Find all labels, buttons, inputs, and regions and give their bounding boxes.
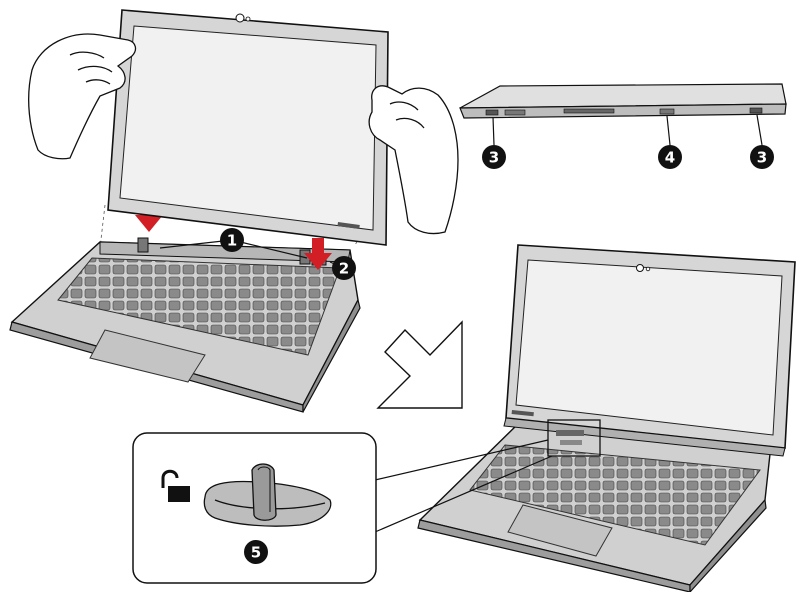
dock-keyboard-keys bbox=[57, 257, 341, 356]
svg-text:1: 1 bbox=[227, 232, 237, 250]
tablet-screen bbox=[119, 25, 377, 231]
callout-4: 4 bbox=[658, 115, 682, 169]
callout-5: 5 bbox=[244, 540, 268, 564]
edge-guide-hole-right bbox=[749, 107, 763, 114]
down-arrow-icon bbox=[135, 200, 163, 232]
latch-detail-inset: 5 bbox=[132, 432, 553, 584]
svg-text:4: 4 bbox=[665, 149, 675, 167]
right-hand-icon bbox=[368, 85, 459, 235]
callout-3-right: 3 bbox=[750, 114, 774, 169]
latch-highlight-box bbox=[547, 419, 601, 457]
callout-3-left: 3 bbox=[482, 116, 506, 169]
laptop-camera bbox=[636, 264, 644, 272]
tablet-edge-view: 3 4 3 bbox=[459, 83, 787, 169]
down-arrow-icon bbox=[304, 238, 332, 270]
tablet-docking-scene: 1 2 bbox=[9, 9, 459, 413]
keyboard-dock bbox=[9, 237, 361, 413]
laptop-touchpad bbox=[507, 504, 613, 557]
diagonal-arrow-icon bbox=[376, 320, 463, 409]
edge-guide-hole-left bbox=[485, 109, 499, 116]
laptop-keyboard-keys bbox=[469, 444, 761, 546]
callout-1: 1 bbox=[159, 228, 308, 259]
tablet-camera bbox=[235, 13, 245, 23]
svg-text:5: 5 bbox=[251, 544, 261, 562]
svg-text:3: 3 bbox=[489, 149, 499, 167]
tablet bbox=[107, 9, 389, 246]
dock-touchpad bbox=[89, 329, 206, 383]
unlock-icon bbox=[161, 469, 190, 502]
dock-guide-pin-left bbox=[137, 237, 149, 253]
laptop-brand-mark bbox=[511, 409, 534, 417]
left-hand-icon bbox=[28, 33, 137, 160]
callout-2: 2 bbox=[329, 256, 356, 280]
edge-latch bbox=[659, 108, 675, 115]
laptop-screen bbox=[515, 259, 783, 436]
latch-switch bbox=[203, 463, 332, 527]
docked-laptop bbox=[417, 244, 796, 592]
edge-connector bbox=[563, 108, 615, 114]
svg-text:3: 3 bbox=[757, 149, 767, 167]
svg-text:2: 2 bbox=[339, 260, 349, 278]
tablet-brand-mark bbox=[337, 221, 360, 230]
